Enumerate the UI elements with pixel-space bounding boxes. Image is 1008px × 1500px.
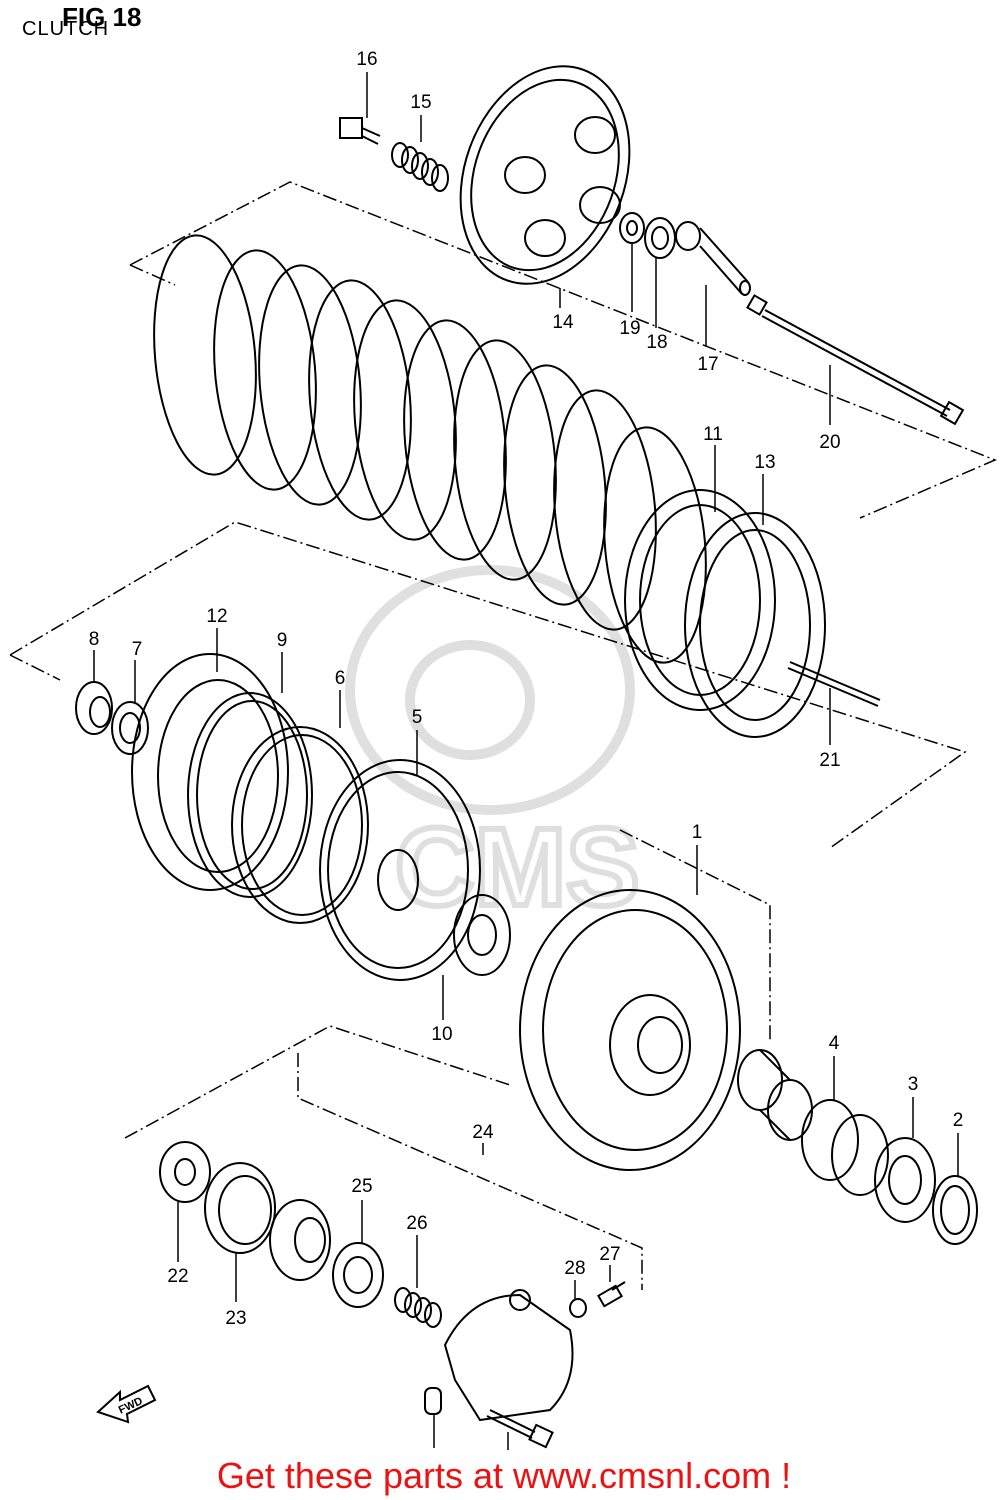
callout-4: 4 — [829, 1033, 840, 1054]
pressure-plate — [459, 65, 631, 285]
washer-7 — [111, 701, 149, 755]
spacer-4 — [737, 1049, 813, 1141]
callout-28: 28 — [564, 1258, 585, 1279]
callout-1: 1 — [692, 822, 703, 843]
washer-19 — [619, 212, 645, 244]
circlip-9 — [187, 692, 313, 898]
callout-12: 12 — [206, 606, 227, 627]
figure-title: FIG 18 — [62, 2, 142, 32]
clutch-plate-stack — [153, 234, 707, 664]
callout-13: 13 — [754, 452, 775, 473]
callout-9: 9 — [277, 630, 288, 651]
arrow-left-icon — [96, 1384, 157, 1424]
nut-8 — [75, 681, 113, 735]
release-cylinder-cover — [443, 1289, 574, 1422]
callout-10: 10 — [431, 1024, 452, 1045]
callout-23: 23 — [225, 1308, 246, 1329]
figure-subtitle: CLUTCH — [22, 18, 110, 40]
callout-11: 11 — [703, 424, 723, 445]
assembly-outline-lower — [124, 829, 771, 1290]
pin-21 — [787, 661, 881, 707]
washer-3 — [874, 1137, 936, 1223]
exploded-parts-diagram: CMS — [9, 49, 997, 1450]
bleeder-27 — [596, 1281, 626, 1308]
push-piece — [675, 221, 751, 296]
callout-20: 20 — [819, 432, 840, 453]
callout-2: 2 — [953, 1110, 964, 1131]
callout-14: 14 — [552, 312, 574, 333]
seal-25 — [332, 1242, 384, 1308]
callout-7: 7 — [132, 639, 143, 660]
callout-21: 21 — [819, 750, 840, 771]
circlip-6 — [231, 726, 369, 924]
callout-15: 15 — [410, 92, 431, 113]
bolt — [339, 117, 381, 145]
callout-8: 8 — [89, 629, 100, 650]
washer-10 — [453, 894, 511, 976]
cms-logo-watermark: CMS — [345, 565, 642, 932]
judder-spring-plate — [624, 489, 776, 711]
piston-part — [269, 1199, 331, 1281]
oil-seal-23 — [204, 1162, 276, 1254]
washer-2 — [932, 1175, 978, 1245]
bearing-18 — [644, 217, 676, 259]
callout-25: 25 — [351, 1176, 372, 1197]
gear-12 — [131, 653, 289, 891]
dowel-pin-29 — [424, 1387, 442, 1415]
watermark-text: CMS — [395, 806, 639, 929]
callout-3: 3 — [908, 1074, 919, 1095]
callout-19: 19 — [619, 318, 640, 339]
callout-22: 22 — [167, 1266, 188, 1287]
clutch-housing-1 — [519, 889, 741, 1171]
callout-27: 27 — [599, 1244, 620, 1265]
callout-17: 17 — [697, 354, 718, 375]
callout-labels: 1 2 3 4 5 6 7 8 9 10 11 12 13 14 15 16 1… — [89, 49, 964, 1329]
push-rod — [746, 294, 965, 426]
callout-5: 5 — [412, 707, 423, 728]
gasket-28 — [569, 1298, 587, 1318]
needle-bearing-4 — [801, 1099, 889, 1196]
footer-link[interactable]: Get these parts at www.cmsnl.com ! — [216, 1455, 792, 1496]
forward-direction-marker: FWD — [96, 1384, 157, 1424]
spring-26 — [394, 1287, 442, 1328]
callout-6: 6 — [335, 668, 346, 689]
clutch-spring — [391, 142, 449, 192]
assembly-outline-middle — [9, 521, 967, 849]
bearing-22 — [159, 1141, 211, 1203]
assembly-outline-upper — [129, 181, 997, 519]
callout-18: 18 — [646, 332, 667, 353]
callout-16: 16 — [356, 49, 377, 70]
clutch-hub-5 — [319, 759, 481, 981]
callout-26: 26 — [406, 1213, 427, 1234]
bolt-30 — [486, 1409, 554, 1449]
clutch-plate-13 — [684, 512, 826, 738]
callout-24: 24 — [472, 1122, 494, 1143]
leader-lines — [93, 72, 959, 1450]
